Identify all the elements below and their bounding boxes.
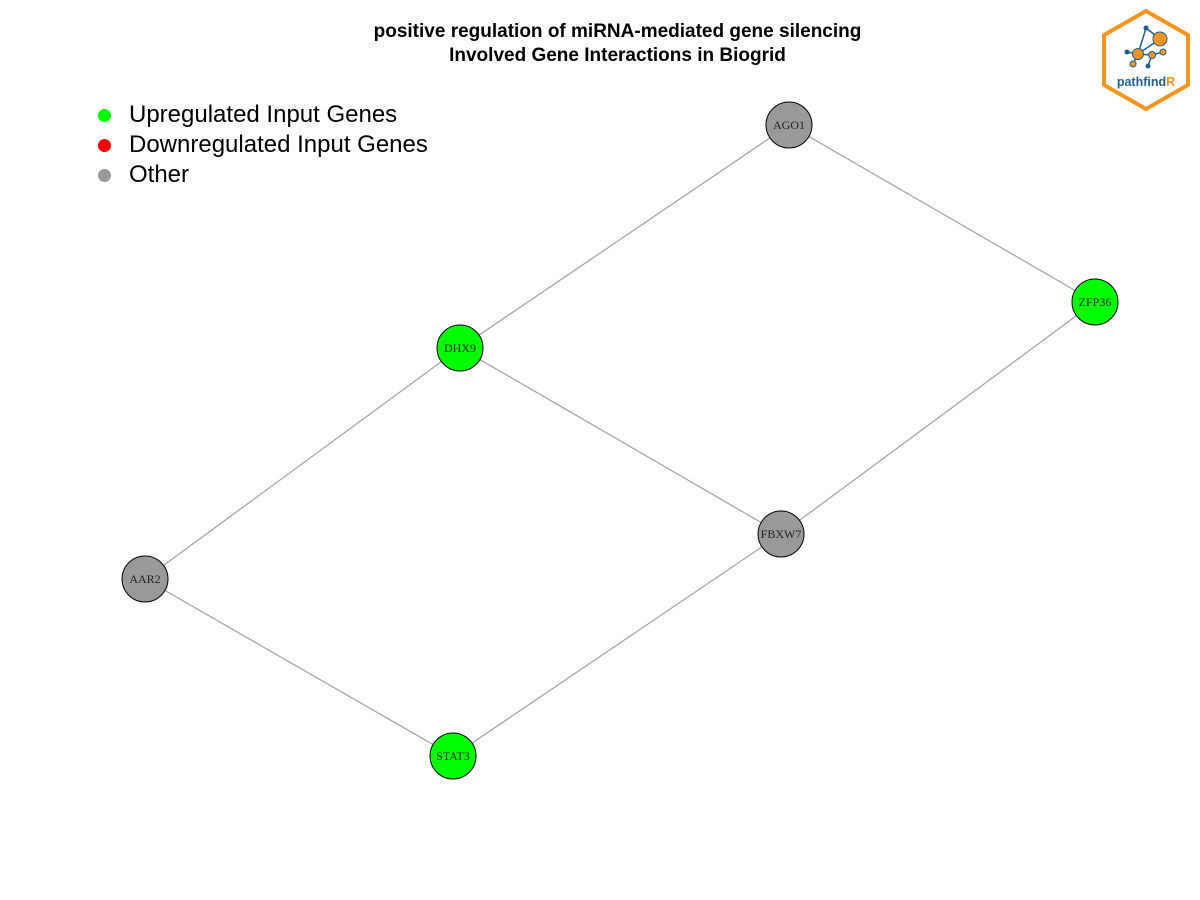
edge-zfp36-fbxw7 bbox=[780, 301, 1096, 535]
logo-hexagon bbox=[1102, 8, 1190, 112]
edges-layer bbox=[144, 124, 1096, 757]
legend-label-downregulated: Downregulated Input Genes bbox=[129, 131, 428, 158]
pathfindr-logo: pathfindR bbox=[1102, 8, 1190, 112]
title-line-1: positive regulation of miRNA-mediated ge… bbox=[373, 21, 862, 42]
legend-item-other: Other bbox=[96, 160, 428, 190]
network-hexagon-logo-icon bbox=[1124, 25, 1168, 69]
logo-text: pathfindR bbox=[1117, 75, 1175, 89]
node-circle-ago1 bbox=[765, 101, 813, 149]
title-line-2: Involved Gene Interactions in Biogrid bbox=[449, 45, 786, 66]
node-label-zfp36: ZFP36 bbox=[1079, 295, 1112, 309]
edge-dhx9-fbxw7 bbox=[459, 347, 782, 535]
legend-item-upregulated: Upregulated Input Genes bbox=[96, 100, 428, 130]
edge-stat3-fbxw7 bbox=[452, 533, 782, 757]
node-circle-aar2 bbox=[121, 555, 169, 603]
node-circle-zfp36 bbox=[1071, 278, 1119, 326]
node-zfp36: ZFP36 bbox=[1071, 278, 1119, 326]
node-label-fbxw7: FBXW7 bbox=[761, 527, 802, 541]
edge-ago1-zfp36 bbox=[788, 124, 1096, 303]
legend-dot-upregulated bbox=[98, 108, 111, 122]
node-label-ago1: AGO1 bbox=[773, 118, 805, 132]
logo-text-accent: R bbox=[1166, 75, 1175, 89]
node-circle-dhx9 bbox=[436, 324, 484, 372]
legend-item-downregulated: Downregulated Input Genes bbox=[96, 130, 428, 160]
legend-dot-downregulated bbox=[98, 138, 111, 152]
chart-title: positive regulation of miRNA-mediated ge… bbox=[0, 20, 1200, 68]
node-fbxw7: FBXW7 bbox=[757, 510, 805, 558]
node-label-dhx9: DHX9 bbox=[444, 341, 476, 355]
node-label-stat3: STAT3 bbox=[436, 749, 470, 763]
logo-text-main: pathfind bbox=[1117, 75, 1166, 89]
node-ago1: AGO1 bbox=[765, 101, 813, 149]
edge-aar2-stat3 bbox=[144, 578, 454, 757]
node-circle-fbxw7 bbox=[757, 510, 805, 558]
node-aar2: AAR2 bbox=[121, 555, 169, 603]
node-label-aar2: AAR2 bbox=[129, 572, 160, 586]
node-dhx9: DHX9 bbox=[436, 324, 484, 372]
node-stat3: STAT3 bbox=[429, 732, 477, 780]
legend-dot-other bbox=[98, 168, 111, 182]
edge-ago1-dhx9 bbox=[459, 124, 790, 349]
node-circle-stat3 bbox=[429, 732, 477, 780]
edge-dhx9-aar2 bbox=[144, 347, 461, 580]
legend-label-upregulated: Upregulated Input Genes bbox=[129, 101, 398, 128]
legend: Upregulated Input Genes Downregulated In… bbox=[96, 100, 428, 190]
legend-label-other: Other bbox=[129, 161, 190, 188]
